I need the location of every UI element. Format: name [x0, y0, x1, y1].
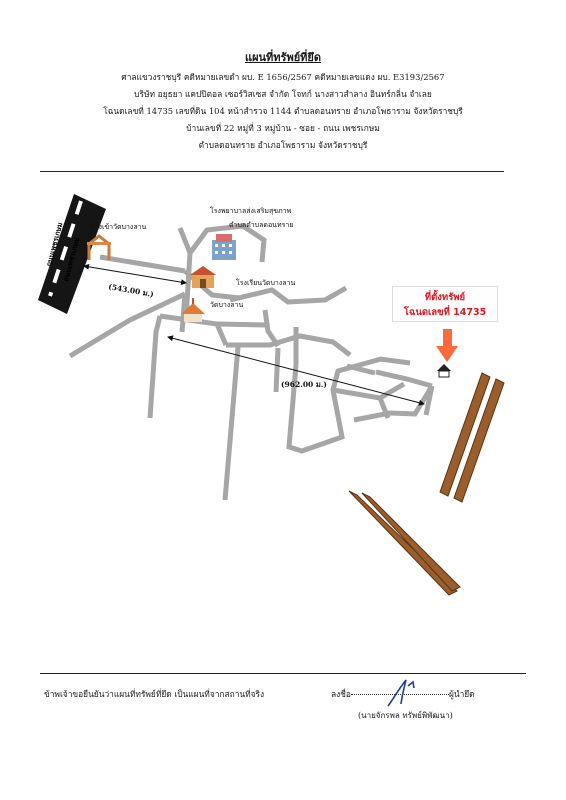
header-line-deed: โฉนดเลขที่ 14735 เลขที่ดิน 104 หน้าสำรวจ… [103, 106, 463, 116]
footer-divider [40, 673, 526, 674]
hospital-icon [212, 234, 236, 260]
railway [348, 372, 505, 596]
distance-arrow-2 [167, 335, 425, 406]
signature-blank [350, 694, 449, 695]
label-temple: วัดบางลาน [210, 301, 244, 309]
property-callout-line1: ที่ตั้งทรัพย์ [424, 292, 466, 303]
distance-arrow-1 [83, 263, 187, 286]
road-network [68, 223, 435, 501]
signature-line: ลงชื่อ ผู้นำยึด [331, 687, 475, 701]
label-temple-gate: ทางเข้าวัดบางลาน [90, 223, 147, 231]
header-line-district: ตำบลดอนทราย อำเภอโพธาราม จังหวัดราชบุรี [198, 140, 368, 150]
header-line-court: ศาลแขวงราชบุรี คดีหมายเลขดำ ผบ. E 1656/2… [121, 72, 445, 82]
property-callout-line2: โฉนดเลขที่ 14735 [403, 307, 487, 318]
signer-name: (นายจักรพล ทรัพย์พิพัฒนา) [358, 711, 453, 720]
label-school: โรงเรียนวัดบางลาน [236, 279, 296, 287]
sign-prefix: ลงชื่อ [331, 689, 351, 699]
temple-gate-icon [87, 234, 111, 260]
document-title: แผนที่ทรัพย์ที่ยึด [244, 51, 321, 64]
property-pin-icon [436, 329, 458, 378]
certification-text: ข้าพเจ้าขอยืนยันว่าแผนที่ทรัพย์ที่ยึด เป… [44, 689, 265, 699]
header-line-parties: บริษัท อยุธยา แคปปิตอล เซอร์วิสเซส จำกัด… [134, 89, 432, 99]
document-header: แผนที่ทรัพย์ที่ยึด ศาลแขวงราชบุรี คดีหมา… [0, 48, 566, 154]
label-hospital-line2: ตำบลตำบลดอนทราย [229, 221, 294, 229]
handwritten-signature [387, 679, 415, 707]
school-icon [190, 266, 216, 288]
highway [38, 194, 106, 314]
sign-suffix: ผู้นำยึด [448, 689, 475, 699]
header-line-address: บ้านเลขที่ 22 หมู่ที่ 3 หมู่บ้าน - ซอย -… [186, 123, 380, 133]
label-hospital-line1: โรงพยาบาลส่งเสริมสุขภาพ [210, 207, 292, 215]
distance-label-2: (962.00 ม.) [281, 380, 327, 389]
header-divider [40, 171, 504, 172]
property-callout: ที่ตั้งทรัพย์ โฉนดเลขที่ 14735 [392, 286, 498, 322]
temple-icon [181, 298, 205, 322]
